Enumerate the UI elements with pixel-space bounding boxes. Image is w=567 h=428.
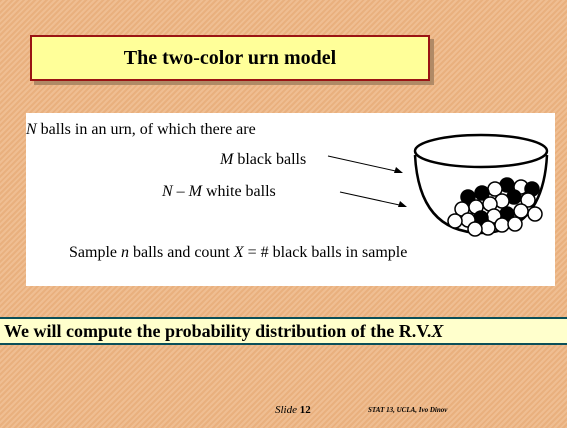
variable-X: X	[233, 244, 244, 261]
sample-line: Sample n balls and count X = # black bal…	[69, 244, 407, 262]
variable-N: N	[26, 121, 37, 138]
banner-text: We will compute the probability distribu…	[4, 320, 432, 341]
variable-n: n	[121, 244, 129, 261]
urn-line-3: N – M white balls	[162, 183, 276, 201]
course-footer: STAT 13, UCLA, Ivo Dinov	[368, 406, 447, 414]
urn-line-1: N balls in an urn, of which there are	[26, 121, 256, 139]
urn-line-2-text: black balls	[233, 151, 307, 168]
black-balls-arrow	[327, 155, 403, 173]
variable-M-second: M	[188, 183, 202, 200]
urn-icon	[413, 133, 549, 237]
urn-line-3-text: white balls	[202, 183, 276, 200]
slide-label: Slide	[275, 404, 300, 416]
urn-description-panel: N balls in an urn, of which there are M …	[26, 113, 555, 286]
urn-line-1-text: balls in an urn, of which there are	[36, 121, 256, 138]
slide-number-value: 12	[299, 404, 311, 416]
variable-M: M	[220, 151, 234, 168]
slide-number: Slide 12	[275, 404, 311, 416]
conclusion-banner: We will compute the probability distribu…	[0, 317, 567, 345]
course-footer-text: STAT 13, UCLA, Ivo Dinov	[368, 406, 448, 414]
slide-title-text: The two-color urn model	[123, 46, 337, 69]
sample-text-pre: Sample	[69, 244, 121, 261]
white-balls-arrow	[339, 191, 407, 207]
variable-N-second: N	[162, 183, 173, 200]
minus-sign: –	[172, 183, 189, 200]
banner-variable-X: X	[431, 320, 444, 341]
urn-line-2: M black balls	[220, 151, 306, 169]
sample-text-mid: balls and count	[129, 244, 234, 261]
sample-text-post: = # black balls in sample	[243, 244, 408, 261]
slide-title: The two-color urn model	[30, 35, 430, 81]
